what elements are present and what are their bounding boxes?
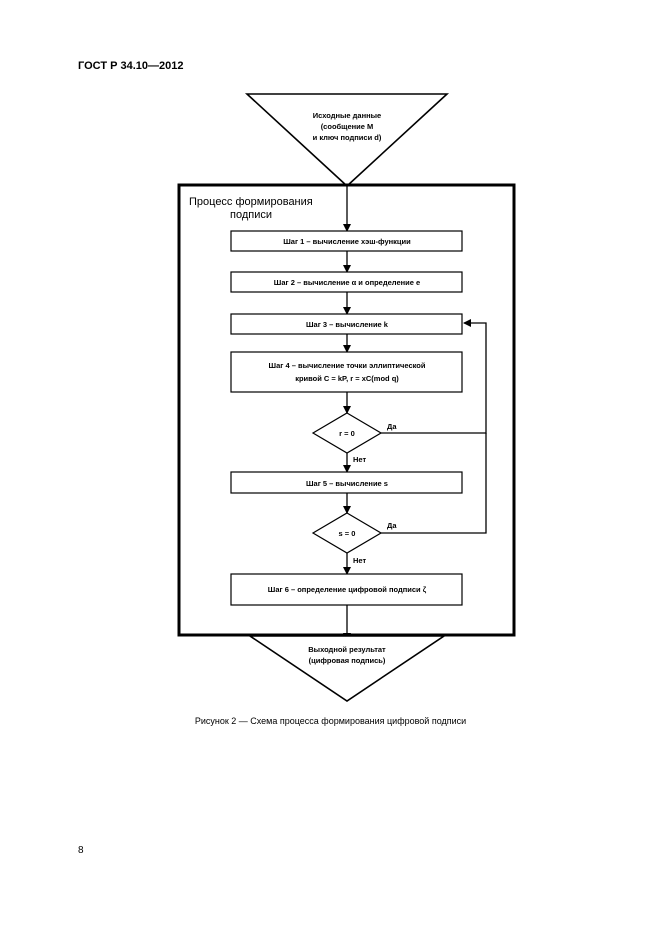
yes-label-2: Да	[387, 521, 397, 530]
step-2-box	[230, 271, 463, 293]
step-1-box	[230, 230, 463, 252]
decision-r-zero-diamond	[311, 412, 383, 454]
document-header: ГОСТ Р 34.10—2012	[78, 60, 184, 72]
output-line-2: (цифровая подпись)	[309, 656, 386, 665]
step-3-box	[230, 313, 463, 335]
input-line-1: Исходные данные	[313, 111, 381, 120]
output-line-1: Выходной результат	[308, 645, 386, 654]
no-label-2: Нет	[353, 556, 366, 565]
step-6-box	[230, 573, 463, 606]
process-title-line-2: подписи	[230, 209, 272, 221]
step-6-label: Шаг 6 – определение цифровой подписи ζ	[268, 585, 427, 594]
input-line-3: и ключ подписи d)	[313, 133, 382, 142]
no-label-1: Нет	[353, 455, 366, 464]
input-line-2: (сообщение M	[321, 122, 374, 131]
step-4-box	[230, 351, 463, 393]
step-1-label: Шаг 1 – вычисление хэш-функции	[283, 237, 411, 246]
step-2-label: Шаг 2 – вычисление α и определение e	[274, 278, 420, 287]
yes-label-1: Да	[387, 422, 397, 431]
step-5-box	[230, 471, 463, 494]
step-3-label: Шаг 3 – вычисление k	[306, 320, 389, 329]
page-number: 8	[78, 845, 84, 856]
process-title-line-1: Процесс формирования	[189, 196, 313, 208]
input-data-triangle	[244, 93, 450, 188]
step-5-label: Шаг 5 – вычисление s	[306, 479, 388, 488]
decision-s-zero-label: s = 0	[339, 529, 356, 538]
loop-yes-decision2	[381, 433, 487, 534]
step-4-label-line-1: Шаг 4 – вычисление точки эллиптической	[269, 361, 426, 370]
figure-caption: Рисунок 2 — Схема процесса формирования …	[194, 716, 467, 726]
step-4-label-line-2: кривой C = kP, r = xC(mod q)	[295, 374, 399, 383]
loop-yes-decision1	[381, 319, 487, 434]
decision-r-zero-label: r = 0	[339, 429, 355, 438]
decision-s-zero-diamond	[311, 512, 383, 554]
output-triangle	[247, 635, 447, 702]
